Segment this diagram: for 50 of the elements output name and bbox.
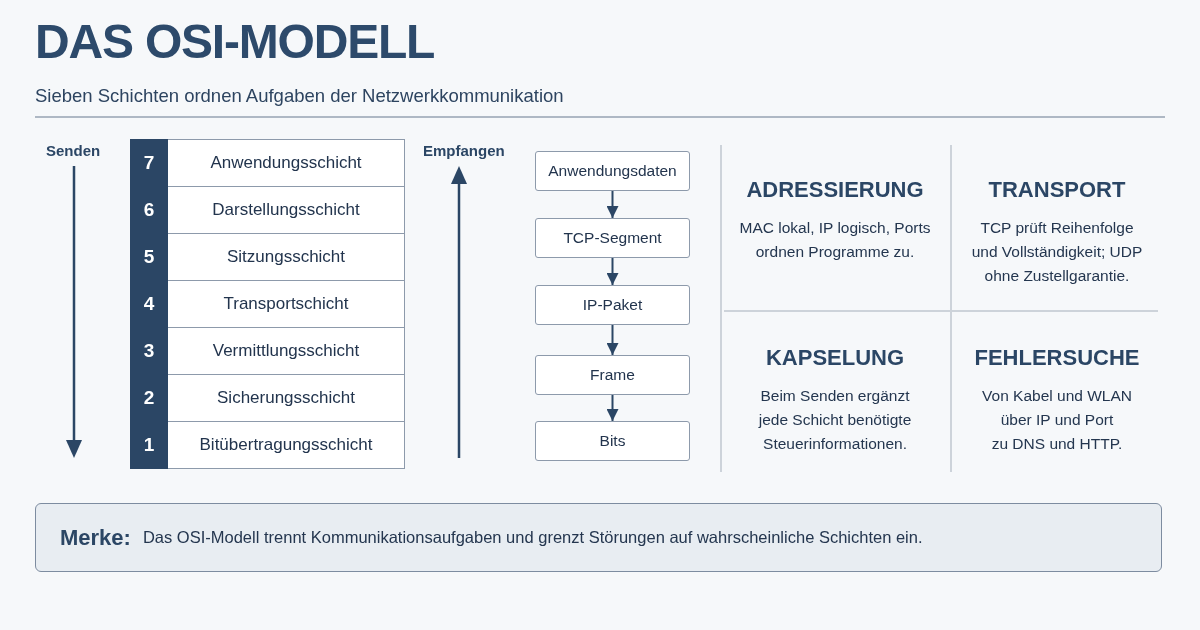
- layer-row: [130, 280, 405, 328]
- layer-number: 7: [130, 139, 168, 187]
- layer-name: Anwendungsschicht: [209, 152, 363, 175]
- data-unit-box: [535, 151, 690, 191]
- layer-name: Vermittlungsschicht: [211, 340, 361, 363]
- note-heading: Merke:: [60, 524, 131, 552]
- layer-number: 4: [130, 280, 168, 328]
- data-unit-box: [535, 421, 690, 461]
- layer-number: 2: [130, 374, 168, 422]
- data-unit-box: [535, 355, 690, 395]
- subtitle: Sieben Schichten ordnen Aufgaben der Netzwerkkommunikation: [35, 84, 565, 108]
- section-heading: ADRESSIERUNG: [745, 176, 925, 204]
- data-unit-label: IP-Paket: [582, 295, 643, 316]
- layer-row: [130, 327, 405, 375]
- layer-row: [130, 139, 405, 187]
- arrow: [606, 190, 619, 219]
- data-unit-label: Bits: [599, 431, 626, 452]
- section-text: MAC lokal, IP logisch, Ports ordnen Programme zu.: [738, 218, 932, 262]
- layer-name: Sitzungsschicht: [225, 246, 347, 269]
- section-heading: FEHLERSUCHE: [973, 344, 1141, 372]
- direction-label: Empfangen: [423, 142, 506, 161]
- layer-name: Darstellungsschicht: [211, 199, 361, 222]
- section-text: Von Kabel und WLAN über IP und Port zu DNS und HTTP.: [981, 386, 1133, 454]
- layer-row: [130, 374, 405, 422]
- data-unit-label: Frame: [590, 365, 635, 386]
- title: DAS OSI-MODELL: [35, 18, 435, 66]
- layer-number: 1: [130, 421, 168, 469]
- layer-number: 3: [130, 327, 168, 375]
- data-unit-box: [535, 218, 690, 258]
- direction-label: Senden: [46, 142, 102, 161]
- data-unit-label: Anwendungsdaten: [548, 161, 677, 182]
- layer-row: [130, 421, 405, 469]
- section-text: Beim Senden ergänzt jede Schicht benötigte Steuerinformationen.: [757, 386, 913, 454]
- layer-name: Sicherungsschicht: [216, 387, 356, 410]
- layer-number: 6: [130, 186, 168, 234]
- data-unit-box: [535, 285, 690, 325]
- arrow: [606, 257, 619, 286]
- data-unit-label: TCP-Segment: [563, 228, 662, 249]
- layer-row: [130, 186, 405, 234]
- note-box: [35, 503, 1162, 572]
- arrow: [606, 324, 619, 356]
- layer-number: 5: [130, 233, 168, 281]
- layer-row: [130, 233, 405, 281]
- section-text: TCP prüft Reihenfolge und Vollständigkeit; UDP ohne Zustellgarantie.: [970, 218, 1144, 286]
- layer-name: Bitübertragungsschicht: [198, 434, 374, 457]
- layer-name: Transportschicht: [222, 293, 350, 316]
- section-heading: TRANSPORT: [987, 176, 1127, 204]
- section-heading: KAPSELUNG: [764, 344, 906, 372]
- note-text: Das OSI-Modell trennt Kommunikationsaufgaben und grenzt Störungen auf wahrscheinliche Schichten ein.: [142, 527, 923, 549]
- arrow: [606, 394, 619, 422]
